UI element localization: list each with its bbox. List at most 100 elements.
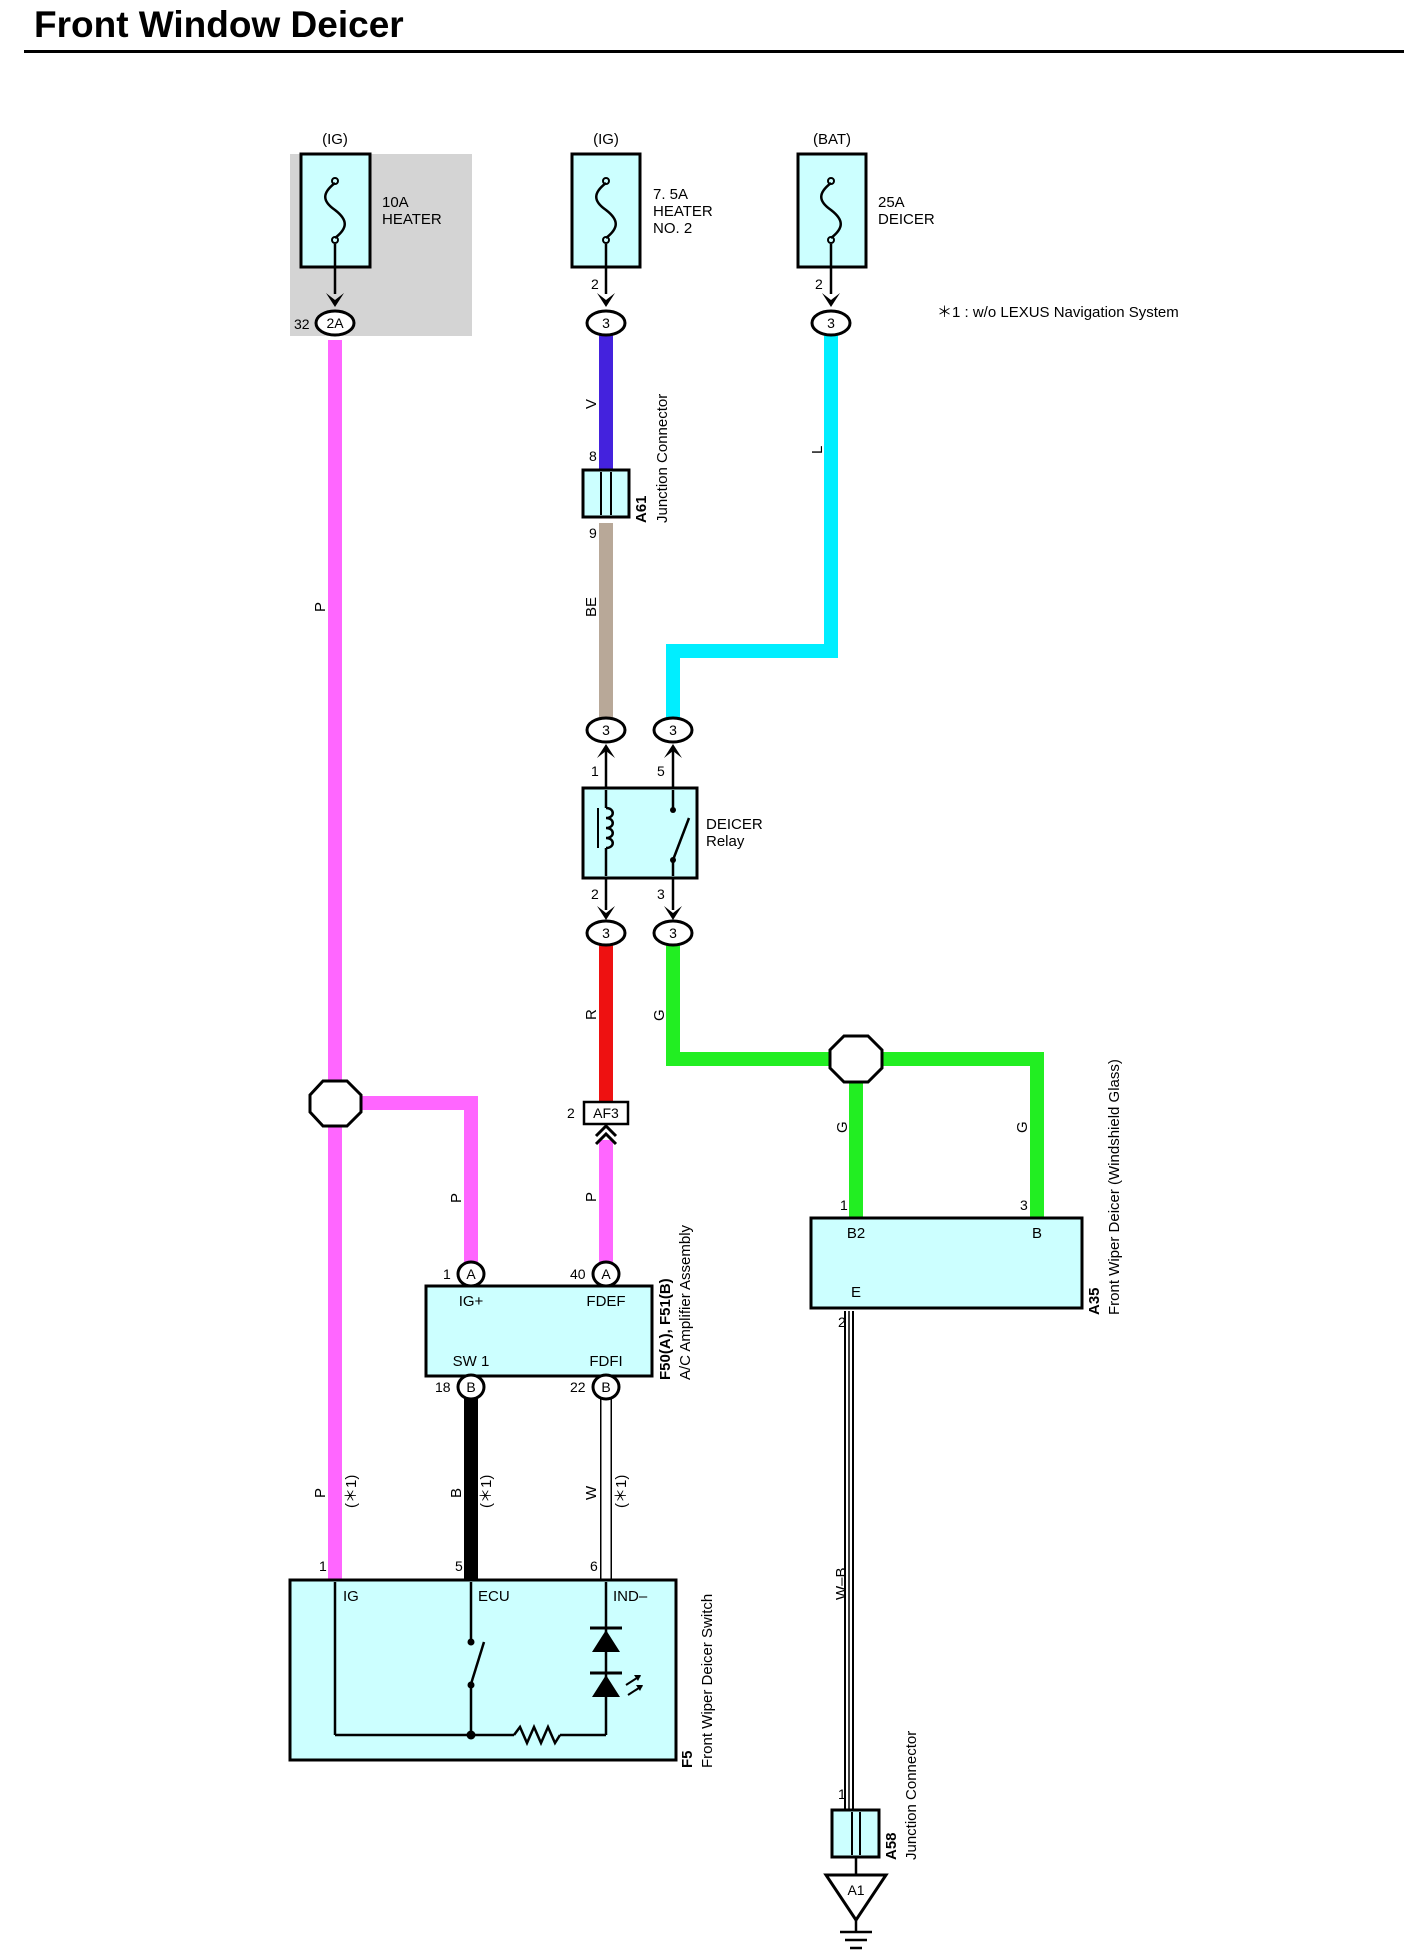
fuse-1-power: (IG) — [322, 131, 348, 148]
title-rule — [24, 50, 1404, 53]
deicer-name: Front Wiper Deicer (Windshield Glass) — [1106, 1059, 1123, 1315]
relay-name-1: DEICER — [706, 816, 763, 833]
fuse-2-name-2: NO. 2 — [653, 220, 692, 237]
amp-name: A/C Amplifier Assembly — [677, 1224, 694, 1380]
amp-pin-ig: 1 — [443, 1266, 451, 1282]
a61-name: Junction Connector — [654, 394, 671, 523]
deicer-label-e: E — [851, 1284, 861, 1301]
fuse-1-name: HEATER — [382, 211, 442, 228]
label-star-b: (＊1) — [478, 1475, 495, 1508]
diode-icon — [590, 1626, 622, 1652]
amp-code: F50(A), F51(B) — [657, 1278, 674, 1380]
fuse-3-pin: 2 — [815, 276, 823, 292]
a61-pin-bottom: 9 — [589, 525, 597, 541]
label-w-lower: W — [583, 1485, 600, 1500]
amplifier-body — [424, 1284, 654, 1378]
label-g-left: G — [834, 1121, 851, 1133]
note-text: ＊1 : w/o LEXUS Navigation System — [937, 304, 1179, 321]
amp-label-ig: IG+ — [459, 1293, 484, 1310]
relay-connectors-bottom — [585, 878, 694, 947]
amp-label-sw1: SW 1 — [453, 1353, 490, 1370]
relay-conn-3: 3 — [669, 925, 677, 941]
ground-icon — [823, 1857, 889, 1950]
fuse-3 — [796, 152, 868, 337]
led-icon — [590, 1671, 643, 1697]
relay-conn-2: 3 — [602, 925, 610, 941]
label-be: BE — [583, 597, 600, 617]
label-p-lower: P — [312, 1488, 329, 1498]
amp-pin-fdfi: 22 — [570, 1379, 586, 1395]
splice-green — [828, 1034, 884, 1084]
amplifier-connectors-bottom — [456, 1373, 621, 1401]
fuse-1 — [299, 152, 372, 337]
page-title: Front Window Deicer — [34, 4, 404, 45]
amp-conn-a-2: A — [601, 1266, 611, 1282]
relay-pin-1: 1 — [591, 763, 599, 779]
label-p-af3: P — [583, 1192, 600, 1202]
a58-code: A58 — [883, 1832, 900, 1860]
switch-label-ecu: ECU — [478, 1588, 510, 1605]
amp-conn-a-1: A — [466, 1266, 476, 1282]
amplifier-connectors-top — [456, 1260, 621, 1288]
amp-pin-fdef: 40 — [570, 1266, 586, 1282]
amp-conn-b-2: B — [601, 1379, 610, 1395]
label-star-p: (＊1) — [343, 1475, 360, 1508]
fuse-2-pin: 2 — [591, 276, 599, 292]
switch-internal — [333, 1582, 608, 1747]
amp-label-fdef: FDEF — [586, 1293, 625, 1310]
a58-name: Junction Connector — [903, 1731, 920, 1860]
deicer-pin-b2: 1 — [840, 1197, 848, 1213]
af3-connector — [582, 1100, 630, 1146]
switch-code: F5 — [679, 1750, 696, 1768]
fuse-2-connector: 3 — [602, 315, 610, 331]
fuse-3-rating: 25A — [878, 194, 905, 211]
switch-contacts — [466, 1638, 476, 1740]
fuse-1-pin: 32 — [294, 316, 310, 332]
label-wb: W–B — [833, 1567, 850, 1600]
splice-pink — [308, 1079, 363, 1128]
relay-pin-2: 2 — [591, 886, 599, 902]
switch-pin-ig: 1 — [319, 1558, 327, 1574]
deicer-code: A35 — [1086, 1287, 1103, 1315]
fuse-3-power: (BAT) — [813, 131, 851, 148]
a61-code: A61 — [633, 495, 650, 523]
deicer-pin-e: 2 — [838, 1314, 846, 1330]
a58-pin: 1 — [838, 1786, 846, 1802]
label-r: R — [583, 1009, 600, 1020]
relay-name-2: Relay — [706, 833, 745, 850]
relay-conn-1: 3 — [602, 722, 610, 738]
wire-light-blue — [666, 335, 838, 718]
af3-label: AF3 — [593, 1105, 619, 1121]
relay-connectors-top — [585, 716, 694, 788]
wire-pink-branch — [335, 1096, 478, 1262]
fuse-3-connector: 3 — [827, 315, 835, 331]
relay-conn-5: 3 — [669, 722, 677, 738]
fuse-2-name-1: HEATER — [653, 203, 713, 220]
label-p-main: P — [312, 602, 329, 612]
deicer-body — [809, 1216, 1084, 1310]
label-v: V — [583, 399, 600, 409]
relay-body — [581, 786, 699, 880]
amp-label-fdfi: FDFI — [589, 1353, 622, 1370]
fuse-2-rating: 7. 5A — [653, 186, 688, 203]
af3-pin: 2 — [567, 1105, 575, 1121]
fuse-2 — [570, 152, 642, 337]
amp-pin-sw1: 18 — [435, 1379, 451, 1395]
a61-pin-top: 8 — [589, 448, 597, 464]
label-g-right: G — [1014, 1121, 1031, 1133]
ground-label: A1 — [847, 1882, 864, 1898]
fuse-2-power: (IG) — [593, 131, 619, 148]
a61-connector — [581, 468, 631, 519]
fuse-3-name: DEICER — [878, 211, 935, 228]
amp-conn-b-1: B — [466, 1379, 475, 1395]
switch-body — [288, 1578, 678, 1762]
fuse-1-rating: 10A — [382, 194, 409, 211]
label-star-w: (＊1) — [613, 1475, 630, 1508]
switch-pin-ecu: 5 — [455, 1558, 463, 1574]
switch-label-ig: IG — [343, 1588, 359, 1605]
label-p-branch: P — [448, 1193, 465, 1203]
label-g-relay: G — [651, 1009, 668, 1021]
deicer-pin-b: 3 — [1020, 1197, 1028, 1213]
fuse-1-connector: 2A — [326, 315, 344, 331]
